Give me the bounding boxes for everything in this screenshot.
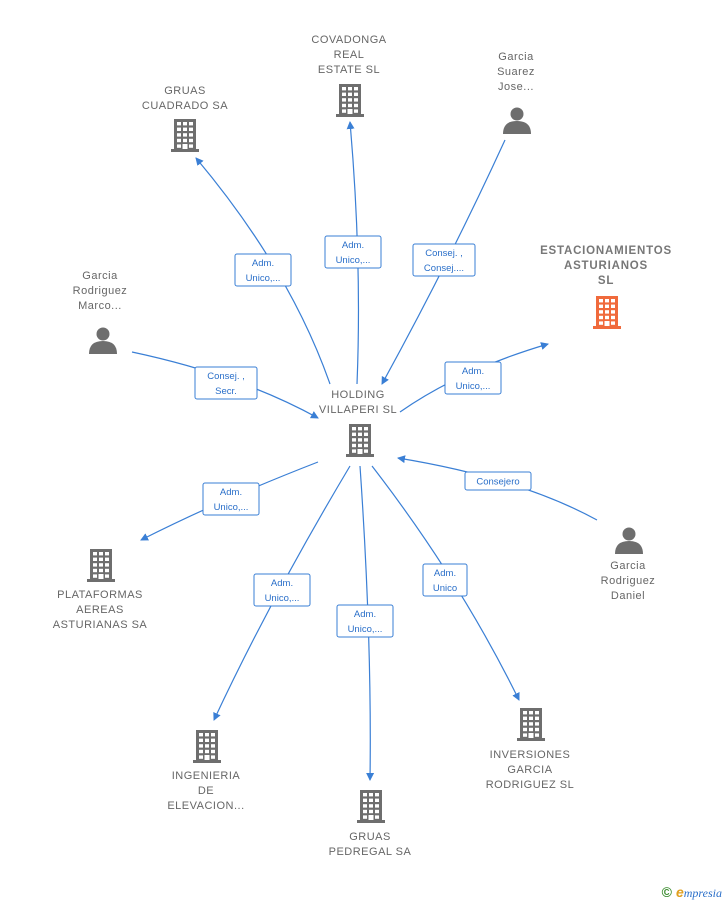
edge-label-line: Unico,... [336, 255, 371, 266]
node-label-line: ESTATE SL [318, 64, 380, 76]
edge-label-line: Consejero [476, 477, 519, 488]
person-icon [503, 107, 531, 134]
node-label-line: SL [598, 275, 614, 287]
edge-label-line: Adm. [342, 240, 364, 251]
node-covadonga[interactable]: COVADONGA REAL ESTATE SL [311, 34, 386, 117]
edge-label-box[interactable] [253, 573, 311, 607]
node-label-line: Marco... [78, 300, 122, 312]
node-ingenieria[interactable]: INGENIERIA DE ELEVACION... [167, 730, 244, 812]
node-label-line: GRUAS [164, 85, 206, 97]
edge-label-box[interactable] [412, 243, 476, 277]
building-icon [193, 730, 221, 763]
edge-label-line: Unico,... [214, 502, 249, 513]
edge-label-line: Unico,... [265, 593, 300, 604]
node-estacionamientos[interactable]: ESTACIONAMIENTOS ASTURIANOS SL [540, 245, 672, 329]
node-garcia-rodriguez-marco[interactable]: GarciaRodriguezMarco... [73, 270, 128, 354]
edge-holding-to-ingenieria: Adm. Unico,... [213, 465, 351, 721]
edge-label-line: Consej. , [207, 371, 245, 382]
edge-label-box[interactable] [194, 366, 258, 400]
building-icon [171, 119, 199, 152]
edge-label-box[interactable] [324, 235, 382, 269]
edge-label-box[interactable] [336, 604, 394, 638]
edge-label-line: Adm. [271, 578, 293, 589]
edge-label-box[interactable] [444, 361, 502, 395]
edge-label-line: Unico,... [246, 273, 281, 284]
edge-garcia-suarez-to-holding: Consej. , Consej.... [381, 139, 506, 385]
edge-holding-to-gruas-pedregal: Adm. Unico,... [336, 465, 394, 781]
edge-label-line: Adm. [434, 568, 456, 579]
edge-label-line: Consej. , [425, 248, 463, 259]
node-label-line: Garcia [610, 560, 646, 572]
node-inversiones[interactable]: INVERSIONES GARCIA RODRIGUEZ SL [486, 708, 575, 791]
node-plataformas[interactable]: PLATAFORMAS AEREAS ASTURIANAS SA [53, 549, 148, 631]
node-label-line: Daniel [611, 590, 645, 602]
node-holding[interactable]: HOLDING VILLAPERI SL [319, 389, 397, 457]
edge-label-box[interactable] [234, 253, 292, 287]
edge-label-line: Secr. [215, 386, 237, 397]
brand-name: mpresia [683, 886, 722, 900]
node-label-line: ASTURIANOS [564, 260, 648, 272]
edge-label-line: Adm. [220, 487, 242, 498]
node-label-line: REAL [334, 49, 365, 61]
node-gruas-pedregal[interactable]: GRUAS PEDREGAL SA [329, 790, 412, 858]
node-label-line: RODRIGUEZ SL [486, 779, 575, 791]
edge-holding-to-gruas-cuadrado: Adm. Unico,... [195, 157, 331, 385]
node-label-line: ASTURIANAS SA [53, 619, 148, 631]
node-label-line: ELEVACION... [167, 800, 244, 812]
node-garcia-suarez[interactable]: GarciaSuarezJose... [497, 51, 535, 134]
edge-label-box[interactable] [202, 482, 260, 516]
edge-label-line: Adm. [354, 609, 376, 620]
brand-initial: e [675, 884, 684, 900]
node-label-line: DE [198, 785, 214, 797]
node-label-line: GRUAS [349, 831, 391, 843]
building-icon [357, 790, 385, 823]
node-label-line: VILLAPERI SL [319, 404, 397, 416]
edge-holding-to-plataformas: Adm. Unico,... [140, 461, 319, 541]
node-label-line: COVADONGA [311, 34, 386, 46]
node-gruas-cuadrado[interactable]: GRUAS CUADRADO SA [142, 85, 228, 152]
node-label-line: CUADRADO SA [142, 100, 228, 112]
edges-layer: Adm.Unico,...Adm.Unico,...Consej. ,Conse… [131, 121, 598, 781]
empresia-watermark: ©empresia [662, 884, 722, 901]
node-label-line: Garcia [82, 270, 118, 282]
edge-label-line: Consej.... [424, 263, 464, 274]
edge-label-line: Unico,... [348, 624, 383, 635]
edge-holding-to-covadonga: Adm. Unico,... [324, 121, 382, 385]
edge-label-box[interactable] [422, 563, 468, 597]
edge-label-line: Unico [433, 583, 457, 594]
node-label-line: Garcia [498, 51, 534, 63]
person-icon [89, 327, 117, 354]
edge-label-box[interactable] [464, 471, 532, 491]
node-label-line: GARCIA [507, 764, 552, 776]
node-label-line: Rodriguez [601, 575, 656, 587]
edge-holding-to-estacionamientos: Adm. Unico,... [399, 342, 549, 413]
building-icon [346, 424, 374, 457]
copyright-icon: © [661, 884, 672, 900]
building-icon [87, 549, 115, 582]
node-label-line: Rodriguez [73, 285, 128, 297]
person-icon [615, 527, 643, 554]
node-label-line: INVERSIONES [490, 749, 571, 761]
node-label-line: Suarez [497, 66, 535, 78]
building-icon [517, 708, 545, 741]
node-label-line: HOLDING [331, 389, 385, 401]
edge-label-line: Adm. [252, 258, 274, 269]
edge-holding-to-inversiones: Adm. Unico [371, 465, 520, 701]
building-icon [336, 84, 364, 117]
edge-garcia-rodriguez-marco-to-holding: Consej. , Secr. [131, 351, 319, 419]
edge-label-line: Unico,... [456, 381, 491, 392]
edge-label-line: Adm. [462, 366, 484, 377]
nodes-layer: HOLDING VILLAPERI SL COVADONGA REAL ESTATE S… [53, 34, 672, 858]
building-icon [593, 296, 621, 329]
node-label-line: AEREAS [76, 604, 124, 616]
node-label-line: Jose... [498, 81, 534, 93]
node-label-line: PLATAFORMAS [57, 589, 143, 601]
node-label-line: PEDREGAL SA [329, 846, 412, 858]
edge-garcia-rodriguez-daniel-to-holding: Consejero [397, 455, 598, 521]
node-label-line: ESTACIONAMIENTOS [540, 245, 672, 257]
node-label-line: INGENIERIA [172, 770, 241, 782]
